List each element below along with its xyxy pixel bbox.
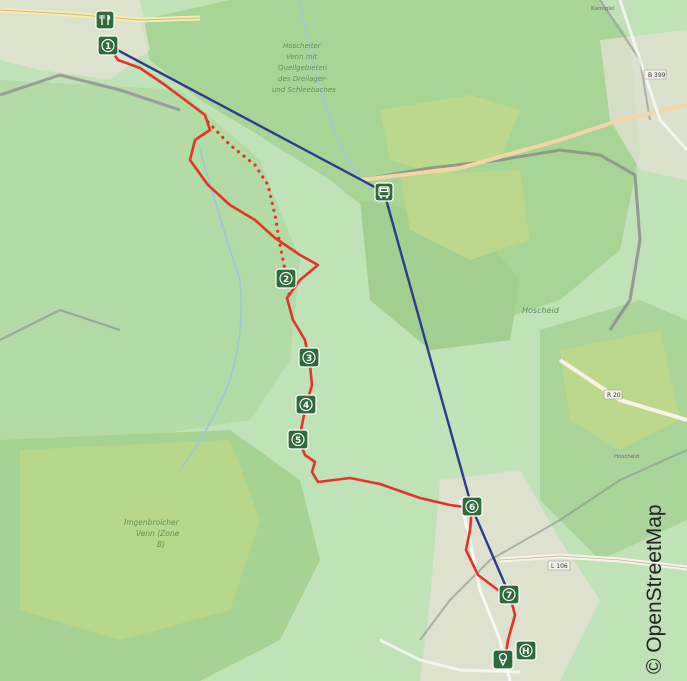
- stream-line: [299, 0, 371, 191]
- svg-text:7: 7: [506, 591, 512, 601]
- stop-marker-3[interactable]: 3: [298, 347, 320, 368]
- road-badge-l106: L 106: [547, 560, 571, 571]
- settlement-northeast: [600, 30, 687, 180]
- map-label-imgen-2: Venn (Zone: [136, 529, 180, 538]
- stream-line: [179, 149, 243, 471]
- meadow-area-west: [0, 80, 300, 440]
- bog-area-southwest: [20, 440, 260, 640]
- bus-route-line: [107, 43, 512, 597]
- road-line: [379, 638, 521, 674]
- svg-text:3: 3: [306, 354, 312, 364]
- map-label-venn-3: Quellgebieten: [278, 64, 327, 72]
- svg-text:2: 2: [283, 275, 289, 285]
- bog-area-north: [380, 95, 520, 175]
- map-label-imgen-1: Imgenbroicher: [124, 518, 180, 527]
- bog-area-center: [400, 170, 530, 260]
- boundary-line: [0, 73, 181, 112]
- map-attribution: © OpenStreetMap: [643, 504, 666, 674]
- stop-marker-5[interactable]: 5: [287, 429, 309, 450]
- svg-text:L 106: L 106: [551, 563, 568, 570]
- svg-text:1: 1: [105, 42, 111, 52]
- boundary-line: [0, 308, 121, 341]
- map-label-hoscheid: Hoscheid: [522, 306, 560, 315]
- stop-marker-4[interactable]: 4: [295, 394, 317, 415]
- walking-route-alternative: [206, 120, 292, 302]
- road-line: [558, 358, 687, 422]
- road-line: [618, 0, 687, 152]
- bus-stop-marker[interactable]: H: [515, 640, 537, 661]
- svg-text:B 399: B 399: [648, 72, 666, 79]
- map-label-venn-4: des Dreilager-: [278, 75, 328, 83]
- forest-area-north: [140, 0, 640, 330]
- bus-icon: [378, 186, 390, 199]
- fork-knife-icon: [99, 14, 111, 25]
- stop-marker-1[interactable]: 1: [97, 35, 119, 56]
- parking-marker[interactable]: [492, 649, 514, 670]
- map-label-venn-5: und Schleebaches: [272, 86, 336, 94]
- restaurant-marker[interactable]: [95, 10, 115, 30]
- walking-route-line: [106, 44, 517, 661]
- map-label-venn-1: Hoscheiter: [283, 42, 322, 50]
- road-badge-b399: B 399: [643, 69, 667, 80]
- stop-marker-6[interactable]: 6: [461, 496, 483, 517]
- svg-text:H: H: [522, 647, 530, 657]
- stop-marker-2[interactable]: 2: [275, 268, 297, 289]
- map-label-venn-2: Venn mit: [286, 53, 318, 61]
- svg-text:5: 5: [295, 436, 301, 446]
- svg-text:4: 4: [303, 401, 309, 411]
- boundary-line: [419, 449, 687, 641]
- road-badge-r20: R 20: [603, 389, 623, 400]
- map-label-hoscheid-small: Hoscheid: [614, 454, 639, 460]
- stop-marker-7[interactable]: 7: [498, 584, 520, 605]
- boundary-line: [359, 148, 642, 331]
- bus-marker[interactable]: [374, 182, 394, 202]
- svg-text:R 20: R 20: [607, 392, 621, 399]
- map-label-imgen-3: B): [157, 540, 165, 549]
- map-label-kamiglel: Kamiglel: [591, 6, 615, 12]
- road-line: [499, 555, 687, 569]
- road-line: [359, 103, 687, 182]
- pin-icon: [498, 652, 508, 667]
- svg-text:6: 6: [469, 503, 475, 513]
